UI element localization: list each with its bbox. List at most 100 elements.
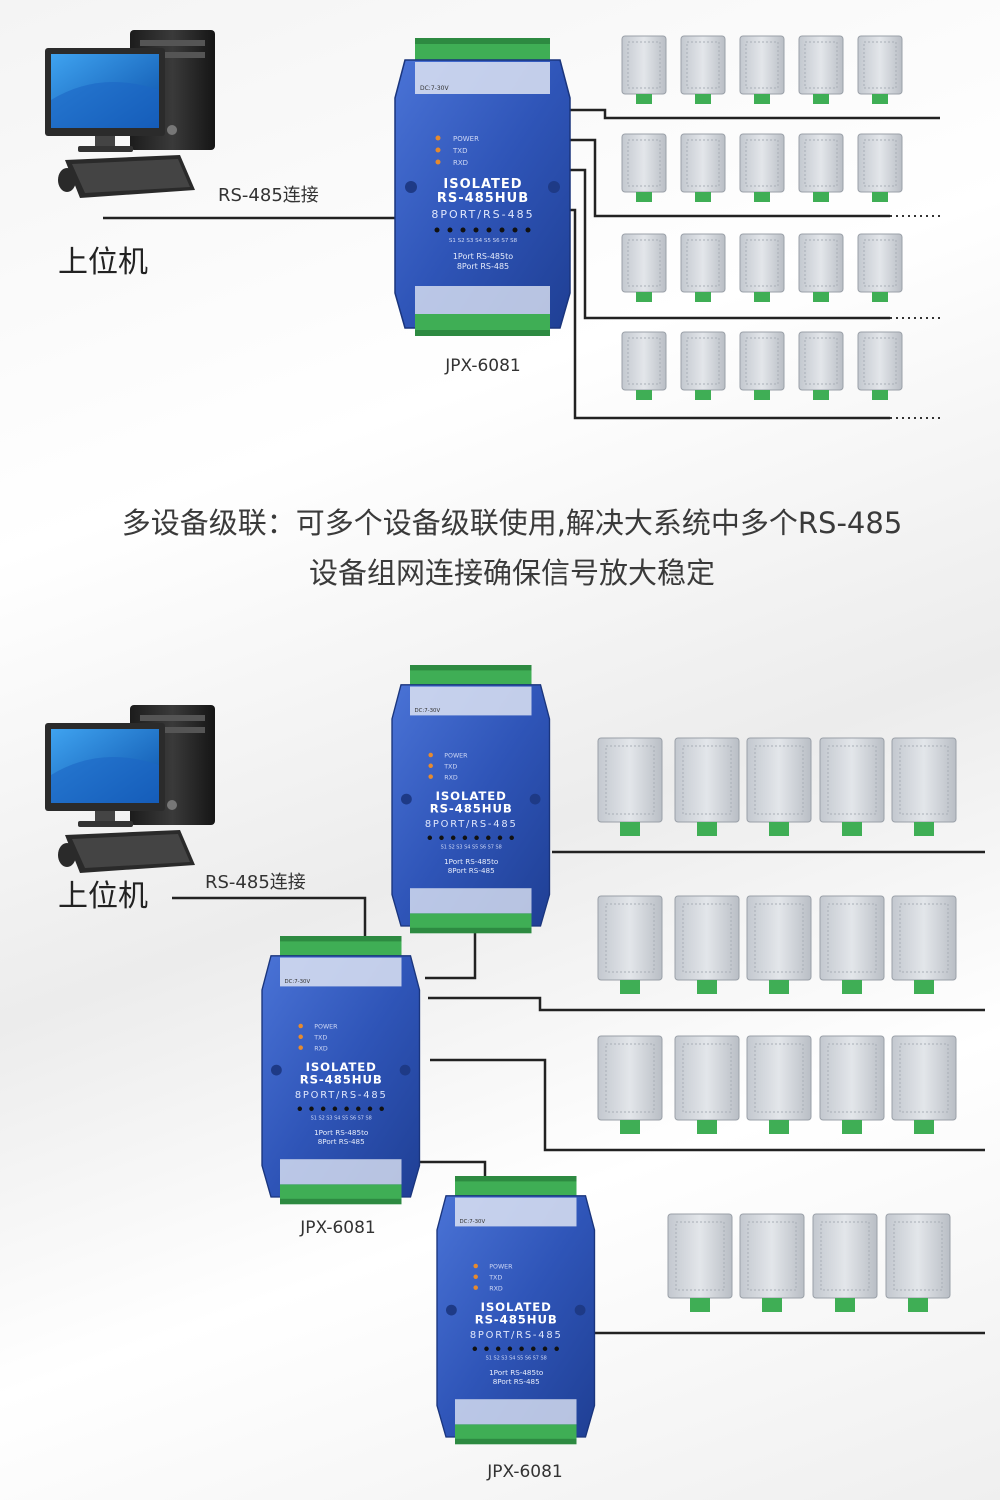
sensor-grid-top xyxy=(621,35,903,400)
hub-title-1: ISOLATED xyxy=(436,789,507,803)
sensor-module xyxy=(621,35,667,104)
sensor-module xyxy=(680,331,726,400)
txd-led-label: TXD xyxy=(488,1275,502,1282)
sensor-row-b3 xyxy=(597,1035,957,1134)
sensor-module xyxy=(891,1035,957,1134)
sensor-module xyxy=(891,895,957,994)
sensor-module xyxy=(739,233,785,302)
sensor-module xyxy=(621,331,667,400)
sensor-row-b1 xyxy=(597,737,957,836)
rs485-connection-label: RS-485连接 xyxy=(218,185,319,206)
model-label-3: JPX-6081 xyxy=(486,1462,562,1482)
hub-title-2: RS-485HUB xyxy=(475,1313,558,1327)
rs485-hub: DC:7-30V POWER TXD RXD ISOLATED RS-485HU… xyxy=(261,936,421,1205)
sensor-module xyxy=(680,233,726,302)
rs485-connection-label-2: RS-485连接 xyxy=(205,872,306,893)
sensor-module xyxy=(597,1035,663,1134)
sensor-row-b2 xyxy=(597,895,957,994)
dc-label: DC:7-30V xyxy=(420,85,449,92)
sensor-module xyxy=(857,133,903,202)
sensor-module xyxy=(857,233,903,302)
sensor-module xyxy=(621,233,667,302)
host-pc-label-2: 上位机 xyxy=(58,879,148,914)
computer-icon xyxy=(45,30,215,198)
hub-footer-2: 8Port RS-485 xyxy=(457,262,509,271)
sensor-module xyxy=(857,35,903,104)
txd-led-label: TXD xyxy=(313,1035,327,1042)
sensor-module xyxy=(674,737,740,836)
terminal-block-bottom xyxy=(415,314,550,336)
port-labels: S1 S2 S3 S4 S5 S6 S7 S8 xyxy=(486,1356,547,1362)
dc-label: DC:7-30V xyxy=(415,708,441,714)
dc-label: DC:7-30V xyxy=(285,979,311,985)
txd-led-label: TXD xyxy=(443,764,457,771)
hub-footer-1: 1Port RS-485to xyxy=(444,857,498,866)
hub-title-3: 8PORT/RS-485 xyxy=(425,819,518,830)
sensor-module xyxy=(798,35,844,104)
sensor-module xyxy=(739,133,785,202)
sensor-module xyxy=(746,1035,812,1134)
sensor-module xyxy=(746,737,812,836)
sensor-row-b4 xyxy=(667,1213,951,1312)
sensor-module xyxy=(739,331,785,400)
sensor-module xyxy=(680,35,726,104)
power-led-label: POWER xyxy=(444,753,468,760)
hub-title-2: RS-485HUB xyxy=(300,1073,383,1087)
hub-footer-2: 8Port RS-485 xyxy=(493,1377,540,1386)
sensor-module xyxy=(819,737,885,836)
cascade-wires xyxy=(172,850,985,1335)
sensor-module xyxy=(680,133,726,202)
rxd-led-label: RXD xyxy=(314,1045,328,1052)
caption-line-1: 多设备级联：可多个设备级联使用,解决大系统中多个RS-485 xyxy=(122,506,903,540)
top-section: 上位机 RS-485连接 DC:7-30V xyxy=(45,30,942,420)
sensor-module xyxy=(798,133,844,202)
sensor-module xyxy=(819,895,885,994)
rxd-led-label: RXD xyxy=(453,159,468,167)
sensor-module xyxy=(857,331,903,400)
sensor-module xyxy=(667,1213,733,1312)
sensor-row-4 xyxy=(621,331,903,400)
hub-title-1: ISOLATED xyxy=(481,1300,552,1314)
hub-title-3: 8PORT/RS-485 xyxy=(470,1330,563,1341)
sensor-grid-bottom xyxy=(597,737,957,1312)
txd-led-label: TXD xyxy=(452,147,467,155)
computer-icon xyxy=(45,705,215,873)
hub-title-1: ISOLATED xyxy=(306,1060,377,1074)
hub-footer-2: 8Port RS-485 xyxy=(318,1137,365,1146)
rs485-hub: DC:7-30V POWER TXD RXD ISOLATED RS-485HU… xyxy=(394,38,571,336)
sensor-module xyxy=(885,1213,951,1312)
sensor-module xyxy=(674,895,740,994)
sensor-module xyxy=(674,1035,740,1134)
bottom-section: 上位机 RS-485连接 DC:7-30V POWER TXD RXD ISOL… xyxy=(45,665,985,1482)
port-labels: S1 S2 S3 S4 S5 S6 S7 S8 xyxy=(449,238,518,244)
terminal-block-top xyxy=(415,38,550,60)
port-leds xyxy=(434,227,531,233)
sensor-row-2 xyxy=(621,133,903,202)
hub-title-2: RS-485HUB xyxy=(430,802,513,816)
hub-footer-1: 1Port RS-485to xyxy=(314,1128,368,1137)
sensor-module xyxy=(819,1035,885,1134)
hub-title-3: 8PORT/RS-485 xyxy=(431,208,534,221)
sensor-module xyxy=(597,737,663,836)
hub-title-1: ISOLATED xyxy=(443,177,522,192)
caption-line-2: 设备组网连接确保信号放大稳定 xyxy=(309,556,715,590)
sensor-module xyxy=(597,895,663,994)
power-led-label: POWER xyxy=(314,1024,338,1031)
sensor-module xyxy=(798,233,844,302)
sensor-module xyxy=(798,331,844,400)
sensor-row-1 xyxy=(621,35,903,104)
sensor-module xyxy=(739,35,785,104)
power-led-label: POWER xyxy=(489,1264,513,1271)
rxd-led-label: RXD xyxy=(489,1285,503,1292)
dc-label: DC:7-30V xyxy=(460,1219,486,1225)
rxd-led-label: RXD xyxy=(444,774,458,781)
rs485-hub: DC:7-30V POWER TXD RXD ISOLATED RS-485HU… xyxy=(391,665,551,934)
model-label-2: JPX-6081 xyxy=(299,1218,375,1238)
hub-title-3: 8PORT/RS-485 xyxy=(295,1090,388,1101)
host-pc-label: 上位机 xyxy=(58,245,148,280)
port-labels: S1 S2 S3 S4 S5 S6 S7 S8 xyxy=(311,1116,372,1122)
port-labels: S1 S2 S3 S4 S5 S6 S7 S8 xyxy=(441,845,502,851)
sensor-module xyxy=(746,895,812,994)
model-label: JPX-6081 xyxy=(444,356,520,376)
